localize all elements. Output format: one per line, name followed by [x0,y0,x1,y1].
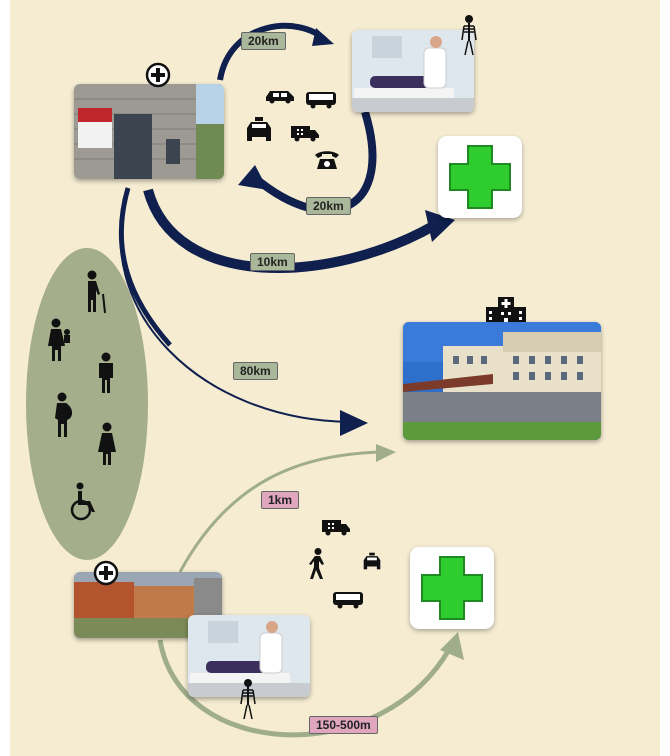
distance-label-10km: 10km [250,253,295,271]
urban-taxi-icon [363,552,381,570]
urban-pharmacy-cross-icon [421,556,483,620]
urban-health-center-cross-icon [93,560,119,586]
distance-label-20km-xray: 20km [241,32,286,50]
wheelchair-icon [70,482,95,521]
pharmacy-top [438,136,522,218]
urban-ambulance-icon [322,520,350,536]
elderly-cane-icon [87,270,106,314]
population-groups-oval [26,248,148,560]
health-center-cross-icon [145,62,171,88]
rural-health-center-photo [74,84,224,179]
arrow-health-center-to-xray [217,22,328,81]
pregnant-woman-icon [55,392,73,437]
distance-label-80km: 80km [233,362,278,380]
arrow-to-hospital [119,187,351,423]
distance-label-20km-return: 20km [306,197,351,215]
woman-child-icon [48,318,70,361]
distance-label-150-500m: 150-500m [309,716,378,734]
telephone-icon [315,151,339,169]
distance-label-1km: 1km [261,491,300,509]
xray-room-photo [352,30,474,112]
arrow-urban-to-pharmacy [157,639,453,738]
urban-skeleton-xray-icon [240,679,256,720]
ambulance-icon [291,126,319,142]
pharmacy-cross-icon [449,145,511,209]
bus-icon [306,92,336,109]
pharmacy-bottom [410,547,494,629]
skeleton-xray-icon [461,15,477,56]
man-icon [99,352,113,393]
hospital-building-icon [486,297,526,325]
urban-bus-icon [333,592,363,609]
woman-icon [98,422,116,465]
arrow-urban-to-hospital [178,450,381,573]
taxi-icon [247,117,271,141]
hospital-photo [403,322,601,440]
walking-person-icon [309,548,324,579]
car-icon [266,91,294,104]
